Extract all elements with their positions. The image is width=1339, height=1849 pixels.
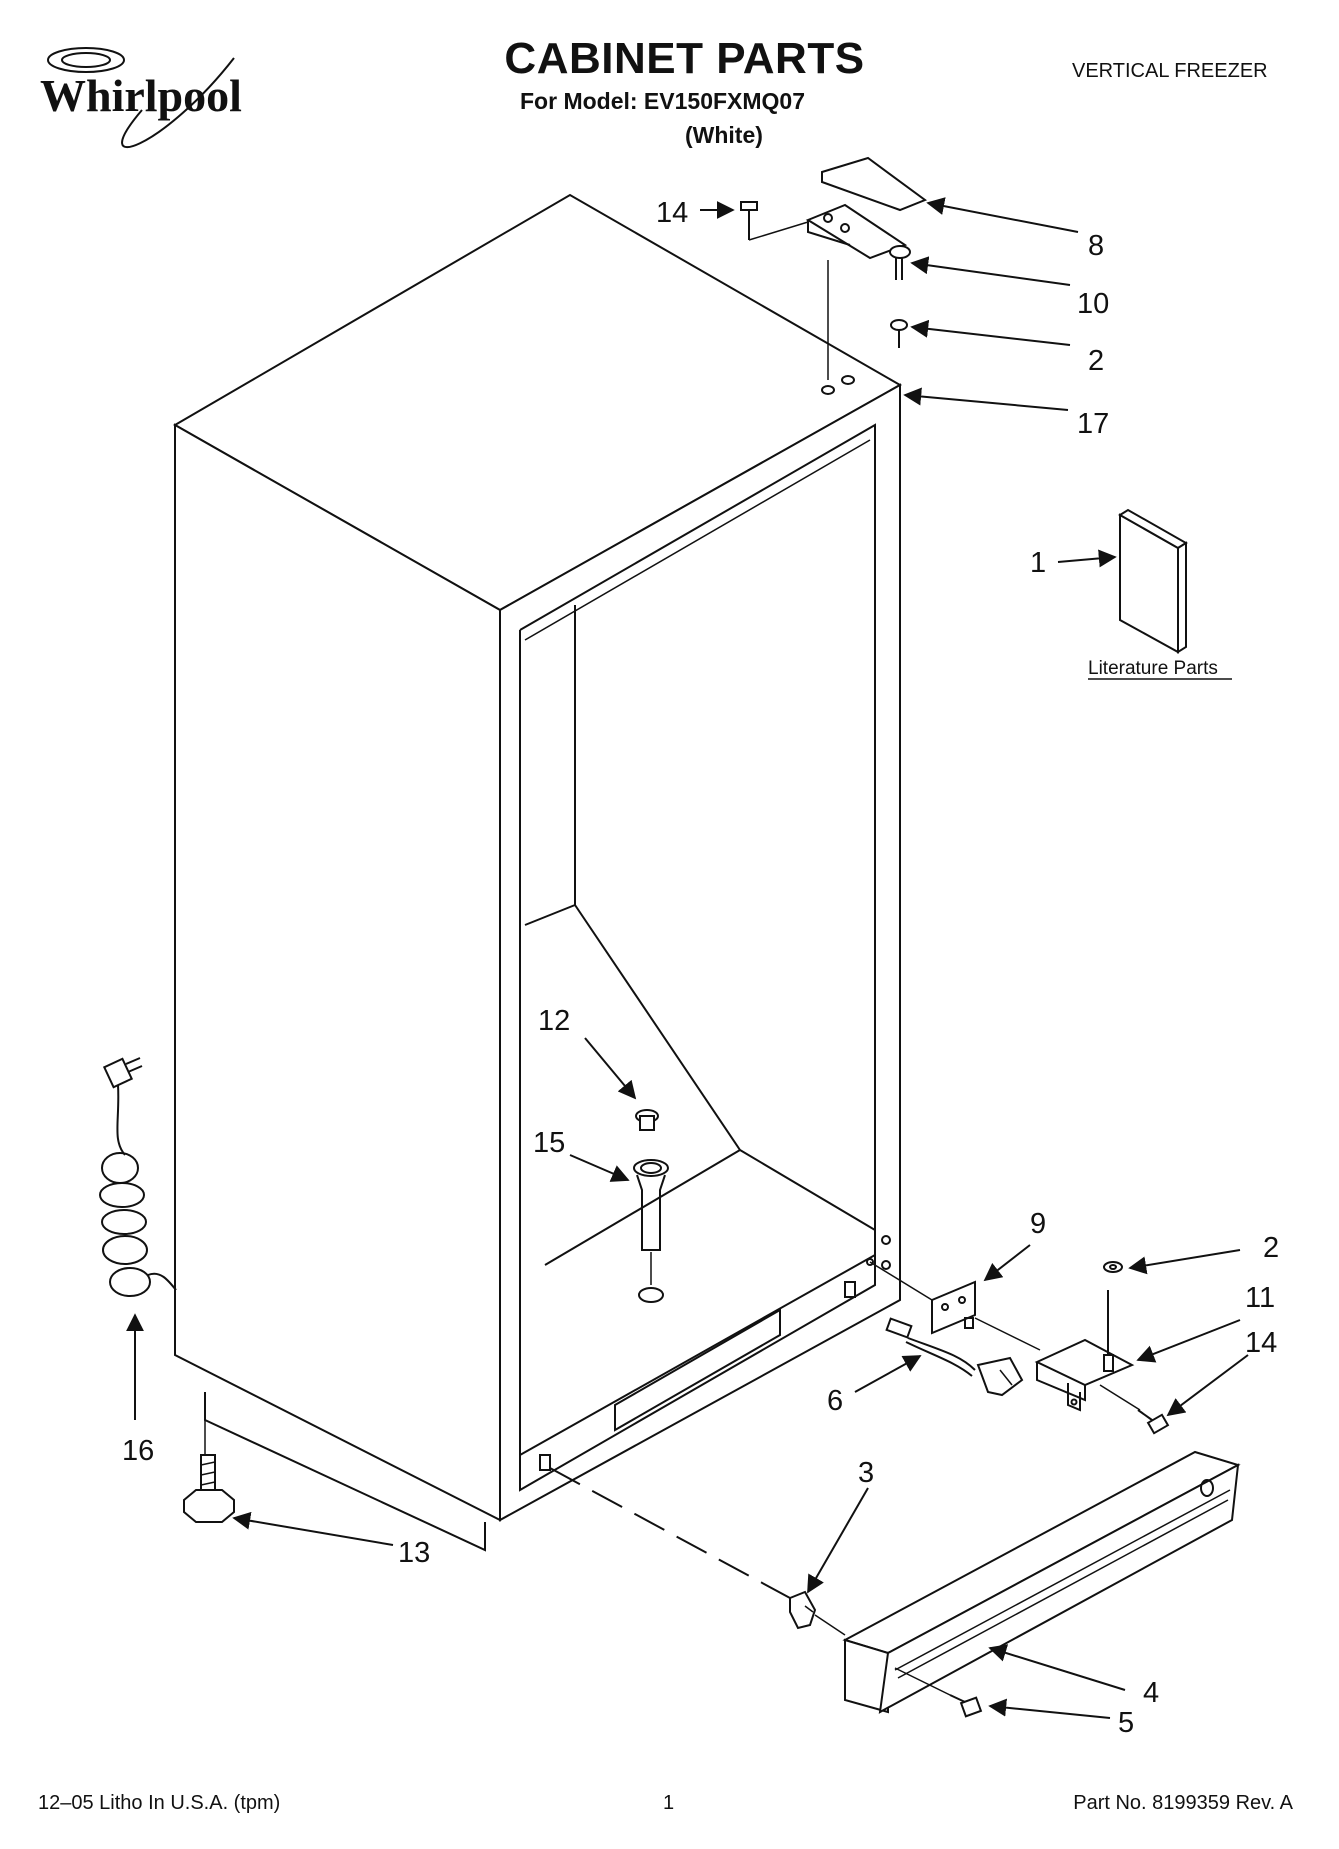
top-hinge-cover-part-8 [821, 156, 928, 212]
drain-plug-part-12 [635, 1109, 659, 1131]
wire-harness-part-6 [885, 1317, 1024, 1397]
toe-grille-part-4 [842, 1450, 1241, 1714]
whirlpool-logo: Whirlpool [24, 38, 274, 158]
footer-litho: 12–05 Litho In U.S.A. (tpm) [38, 1792, 281, 1814]
callout-9: 9 [1030, 1208, 1046, 1240]
footer-part-number: Part No. 8199359 Rev. A [1073, 1792, 1293, 1814]
callout-5: 5 [1118, 1707, 1134, 1739]
callout-16: 16 [122, 1435, 154, 1467]
hinge-washer-top-part-2 [890, 319, 908, 348]
callout-14-top: 14 [656, 197, 688, 229]
callout-12: 12 [538, 1005, 570, 1037]
page-title: CABINET PARTS [504, 34, 865, 83]
footer-page-number: 1 [663, 1792, 675, 1814]
leveling-leg-part-13 [183, 1420, 235, 1523]
power-cord-part-16 [99, 1057, 177, 1297]
callout-15: 15 [533, 1127, 565, 1159]
callout-4: 4 [1143, 1677, 1159, 1709]
hinge-screw-top-part-14 [740, 201, 809, 241]
callout-8: 8 [1088, 230, 1104, 262]
callout-2-top: 2 [1088, 345, 1104, 377]
whirlpool-logo-mark: Whirlpool [40, 47, 242, 149]
product-category: VERTICAL FREEZER [1072, 60, 1268, 82]
cabinet-part-17 [172, 193, 903, 1552]
hinge-pin-part-10 [895, 258, 903, 280]
bottom-hinge-plate-part-9 [931, 1280, 976, 1335]
bottom-hinge-part-11 [1034, 1290, 1135, 1412]
grille-screw-part-5 [894, 1667, 983, 1718]
callout-6: 6 [827, 1385, 843, 1417]
callout-11: 11 [1245, 1282, 1275, 1314]
drain-tube-part-15 [633, 1159, 669, 1303]
hinge-screw-bottom-part-14 [1099, 1384, 1170, 1435]
literature-parts-label: Literature Parts [1088, 658, 1218, 679]
model-color: (White) [685, 122, 763, 148]
literature-parts-part-1 [1118, 508, 1188, 654]
callout-2-bottom: 2 [1263, 1232, 1279, 1264]
callout-10: 10 [1077, 288, 1109, 320]
top-hinge-bracket [805, 203, 911, 260]
hinge-washer-bottom-part-2 [1103, 1261, 1123, 1273]
model-number: For Model: EV150FXMQ07 [520, 88, 806, 114]
callout-3: 3 [858, 1457, 874, 1489]
callout-17: 17 [1077, 408, 1109, 440]
callout-13: 13 [398, 1537, 430, 1569]
callout-1: 1 [1030, 547, 1046, 579]
callout-14-bottom: 14 [1245, 1327, 1277, 1359]
grille-clip-part-3 [789, 1590, 817, 1630]
brand-wordmark: Whirlpool [40, 70, 242, 121]
callout-leader-lines [126, 197, 1249, 1719]
